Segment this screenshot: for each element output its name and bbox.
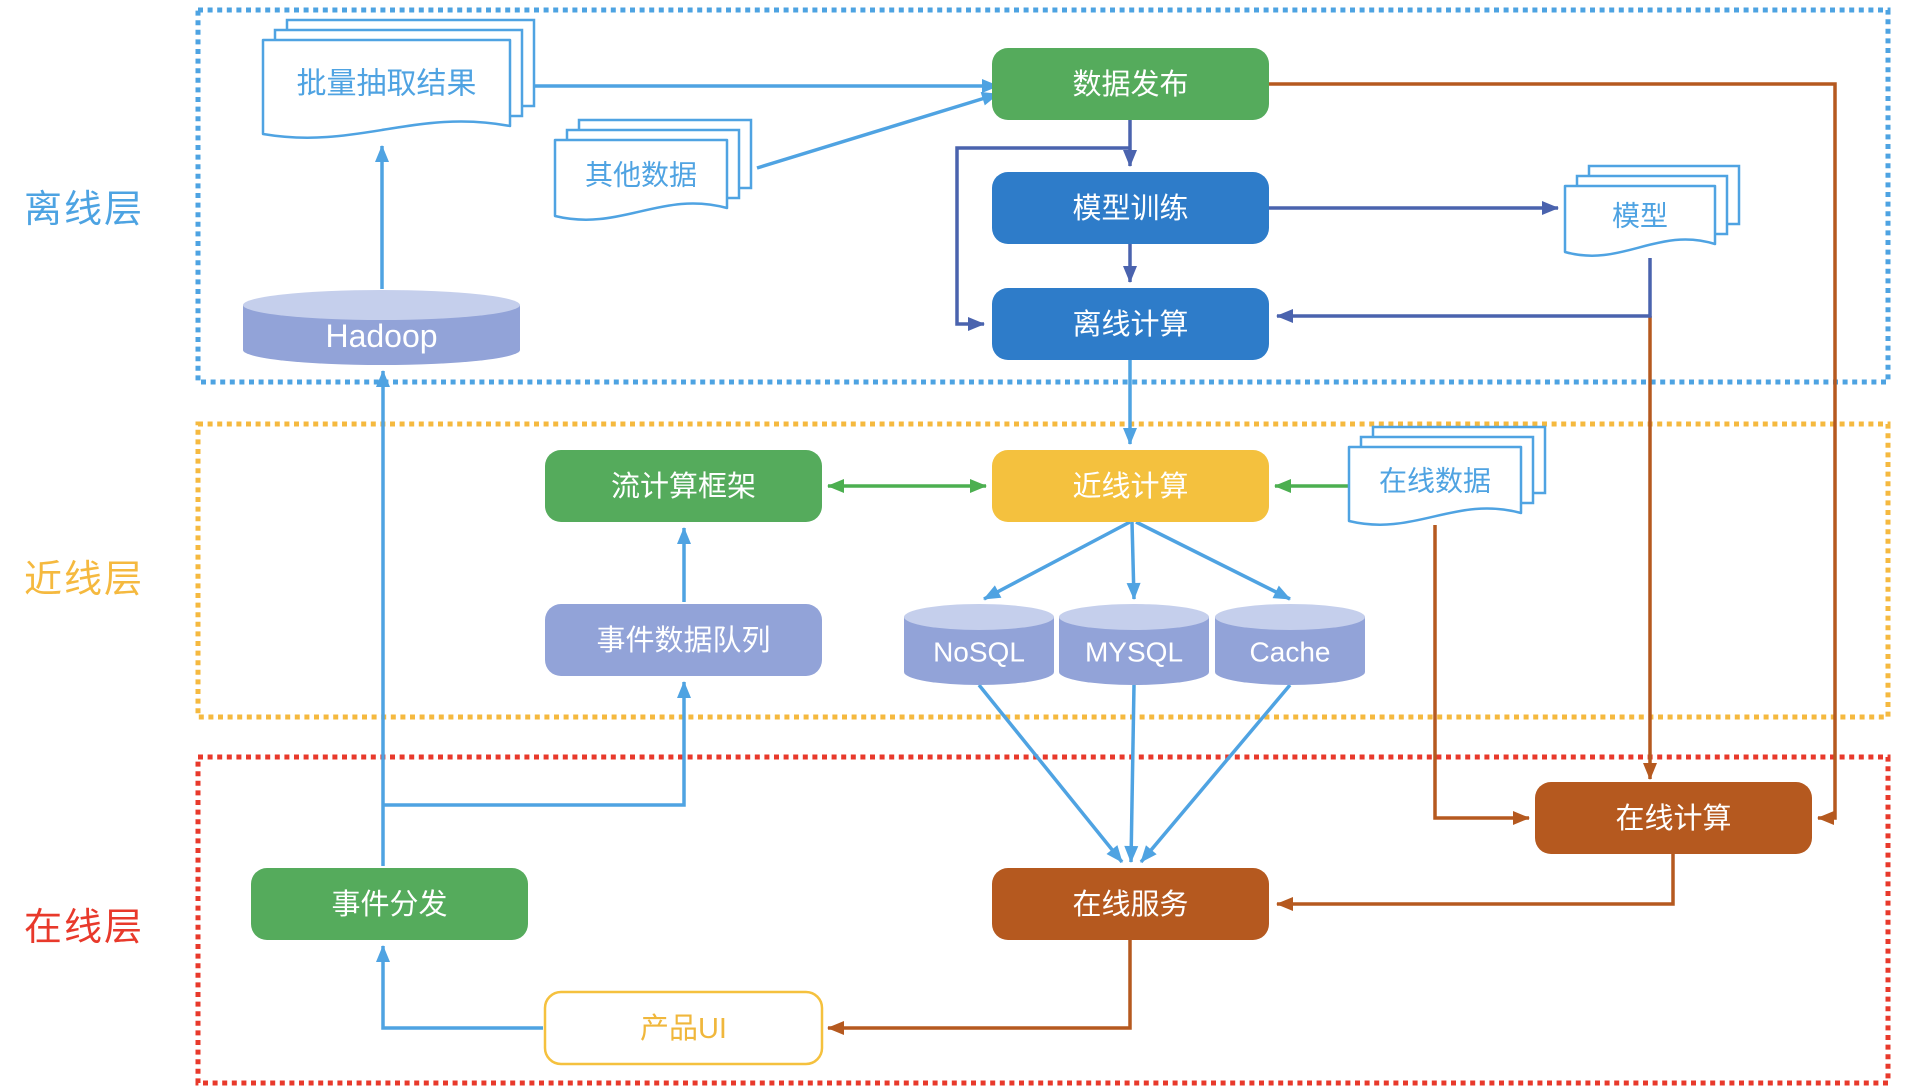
mysql-label: MYSQL [1085, 637, 1183, 668]
data-publish-shape [992, 48, 1269, 120]
layer-label-online: 在线层 [24, 907, 145, 949]
hadoop-cylinder-body [243, 305, 520, 365]
mysql-cylinder-top [1059, 604, 1209, 630]
offline-compute-shape [992, 288, 1269, 360]
edge-nosql-to-online-service [977, 683, 1124, 864]
event-queue-label: 事件数据队列 [596, 624, 770, 657]
cache-label: Cache [1250, 637, 1331, 668]
node-offline-compute: 离线计算 [992, 288, 1269, 360]
edge-nearline-compute-to-mysql [1126, 521, 1141, 600]
model-doc-shape [1563, 184, 1717, 257]
model-label: 模型 [1612, 201, 1668, 232]
edge-online-service-to-product-ui [827, 940, 1132, 1035]
edge-model-to-offline-compute [1276, 258, 1652, 323]
node-online-data: 在线数据 [1347, 425, 1547, 526]
stream-framework-label: 流计算框架 [611, 470, 756, 503]
event-dispatch-shape [251, 868, 528, 940]
edge-data-publish-to-online-compute [1269, 82, 1837, 825]
edge-nearline-compute-to-cache [1135, 520, 1291, 601]
node-hadoop: Hadoop [243, 290, 520, 365]
node-event-queue: 事件数据队列 [545, 604, 822, 676]
model-train-label: 模型训练 [1072, 192, 1188, 225]
nosql-cylinder-top [904, 604, 1054, 630]
other-data-doc-shape [553, 138, 729, 221]
nosql-label: NoSQL [933, 637, 1025, 668]
node-product-ui: 产品UI [543, 990, 824, 1066]
event-dispatch-label: 事件分发 [331, 888, 447, 921]
online-service-shape [992, 868, 1269, 940]
node-other-data: 其他数据 [553, 118, 753, 221]
hadoop-label: Hadoop [325, 318, 437, 354]
node-model-train: 模型训练 [992, 172, 1269, 244]
online-data-label: 在线数据 [1379, 466, 1491, 497]
edge-nearline-compute-to-nosql [983, 520, 1131, 601]
batch-extract-result-doc-shape [261, 38, 512, 139]
edge-cache-to-online-service [1139, 683, 1292, 864]
edge-online-compute-to-online-service [1276, 854, 1675, 911]
node-model: 模型 [1563, 164, 1741, 257]
hadoop-cylinder-top [243, 290, 520, 320]
edge-branch-to-event-queue [383, 681, 691, 807]
model-train-shape [992, 172, 1269, 244]
nosql-cylinder-body [904, 617, 1054, 685]
nearline-compute-shape [992, 450, 1269, 522]
product-ui-shape [543, 990, 824, 1066]
node-online-service: 在线服务 [992, 868, 1269, 940]
stream-framework-shape [545, 450, 822, 522]
nearline-compute-label: 近线计算 [1072, 470, 1188, 503]
product-ui-label: 产品UI [640, 1012, 727, 1045]
other-data-label: 其他数据 [585, 160, 697, 191]
offline-compute-label: 离线计算 [1072, 308, 1188, 341]
cache-cylinder-top [1215, 604, 1365, 630]
layer-border-nearline [195, 421, 1891, 720]
online-compute-shape [1535, 782, 1812, 854]
node-batch-extract-result: 批量抽取结果 [261, 18, 536, 139]
online-compute-label: 在线计算 [1615, 802, 1731, 835]
online-data-doc-shape [1347, 445, 1523, 526]
edge-mysql-to-online-service [1124, 684, 1139, 863]
online-service-label: 在线服务 [1072, 888, 1188, 921]
node-stream-framework: 流计算框架 [545, 450, 822, 522]
node-cache: Cache [1215, 604, 1365, 685]
node-mysql: MYSQL [1059, 604, 1209, 685]
event-queue-shape [545, 604, 822, 676]
node-nearline-compute: 近线计算 [992, 450, 1269, 522]
edge-product-ui-to-event-dispatch [376, 945, 543, 1030]
edge-online-data-to-online-compute [1433, 525, 1530, 825]
layer-border-offline [195, 7, 1891, 385]
cache-cylinder-body [1215, 617, 1365, 685]
edge-other-data-to-data-publish [756, 92, 999, 170]
node-online-compute: 在线计算 [1535, 782, 1812, 854]
batch-extract-result-label: 批量抽取结果 [297, 68, 477, 101]
layer-label-offline: 离线层 [24, 189, 145, 231]
data-publish-label: 数据发布 [1072, 68, 1188, 101]
edge-data-publish-branch-to-offline-compute [955, 146, 1130, 331]
node-nosql: NoSQL [904, 604, 1054, 685]
layer-label-nearline: 近线层 [24, 559, 145, 601]
node-event-dispatch: 事件分发 [251, 868, 528, 940]
layer-border-online [195, 754, 1891, 1086]
mysql-cylinder-body [1059, 617, 1209, 685]
node-data-publish: 数据发布 [992, 48, 1269, 120]
